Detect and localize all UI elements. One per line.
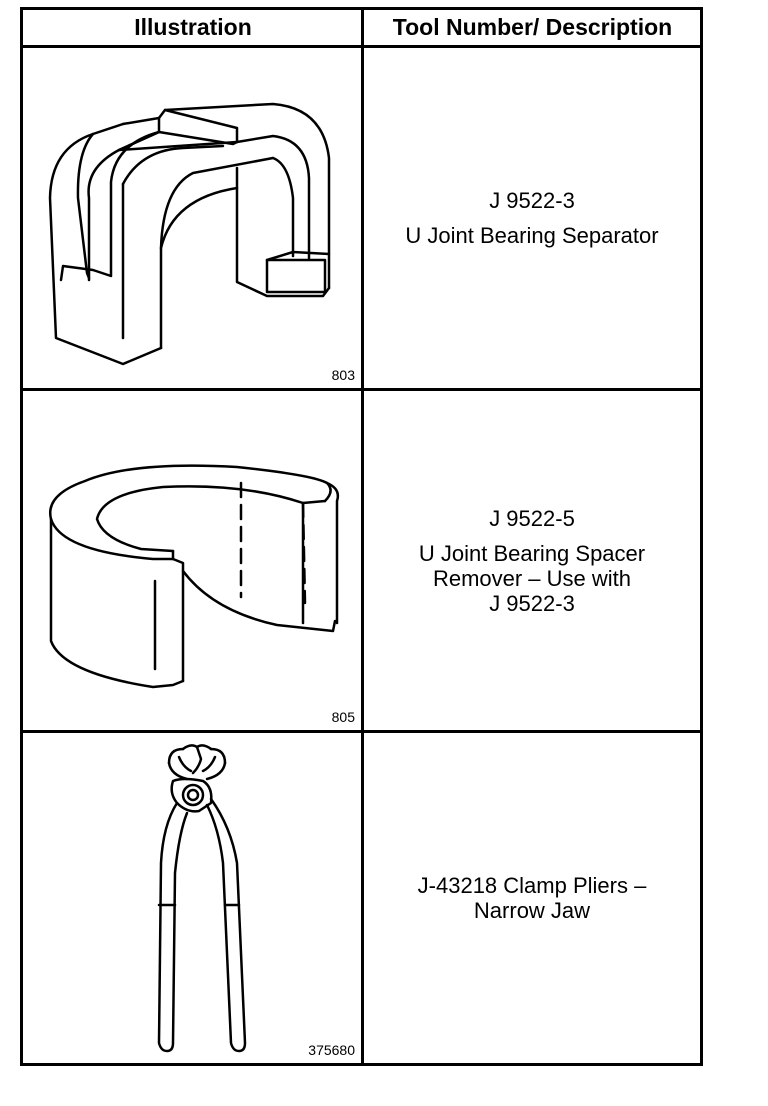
u-joint-bearing-separator-illustration xyxy=(48,102,331,366)
header-illustration: Illustration xyxy=(134,14,252,40)
tool-description-line: J 9522-3 xyxy=(489,590,575,616)
description-cell: J 9522-3 U Joint Bearing Separator xyxy=(364,48,700,388)
figure-number: 803 xyxy=(331,367,355,383)
tool-description-line: J-43218 Clamp Pliers – xyxy=(417,873,647,898)
column-divider xyxy=(361,10,364,1063)
tool-number: J 9522-5 xyxy=(489,505,575,531)
tool-description-line: U Joint Bearing Separator xyxy=(405,223,659,248)
tool-table: Illustration Tool Number/ Description xyxy=(20,7,703,1066)
figure-number: 805 xyxy=(331,709,355,725)
tool-description-line: U Joint Bearing Spacer xyxy=(418,540,646,566)
table-row: 375680 J-43218 Clamp Pliers – Narrow Jaw xyxy=(23,733,700,1063)
illustration-cell: 803 xyxy=(23,48,361,388)
figure-number: 375680 xyxy=(308,1042,355,1058)
table-row: 805 J 9522-5 U Joint Bearing Spacer Remo… xyxy=(23,391,700,733)
illustration-cell: 805 xyxy=(23,391,361,730)
tool-number: J 9522-3 xyxy=(489,188,575,213)
u-joint-bearing-spacer-remover-illustration xyxy=(48,464,340,689)
table-row: 803 J 9522-3 U Joint Bearing Separator xyxy=(23,48,700,391)
clamp-pliers-illustration xyxy=(157,744,247,1053)
tool-description-line: Narrow Jaw xyxy=(473,898,591,923)
header-tool-description: Tool Number/ Description xyxy=(392,14,673,40)
tool-description-line: Remover – Use with xyxy=(432,565,632,591)
description-cell: J 9522-5 U Joint Bearing Spacer Remover … xyxy=(364,391,700,730)
description-cell: J-43218 Clamp Pliers – Narrow Jaw xyxy=(364,733,700,1063)
illustration-cell: 375680 xyxy=(23,733,361,1063)
